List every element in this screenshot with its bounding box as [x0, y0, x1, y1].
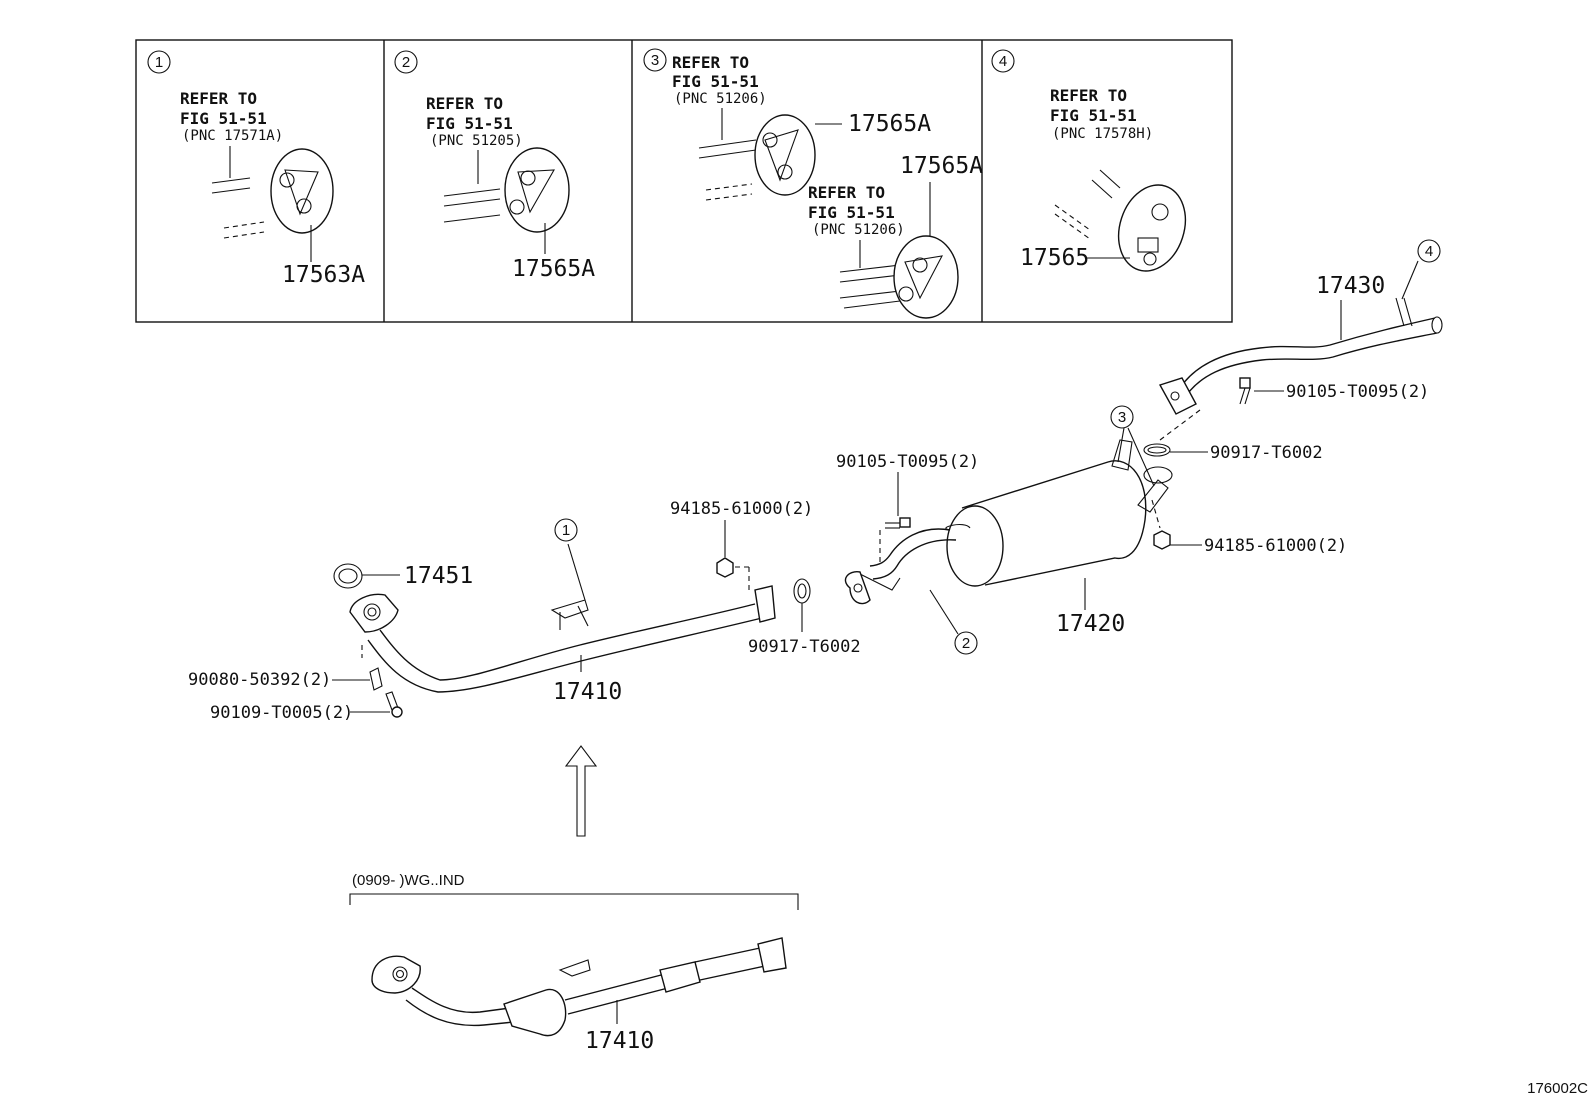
- part-number: 17565A: [848, 111, 931, 137]
- callout-3: 3: [1118, 409, 1126, 426]
- part-17451: 17451: [404, 563, 473, 589]
- part-90917-front: 90917-T6002: [748, 637, 861, 657]
- muffler-fasteners: 90105-T0095(2) 94185-61000(2): [836, 452, 1347, 566]
- part-17430: 17430: [1316, 273, 1385, 299]
- part-17410: 17410: [553, 679, 622, 705]
- front-bolts: 90080-50392(2) 90109-T0005(2): [188, 645, 403, 723]
- refer-pnc: (PNC 51206): [674, 91, 767, 107]
- rubber-hanger-2: [504, 147, 570, 233]
- rubber-hanger-3a: [754, 114, 816, 196]
- refer-line: REFER TO: [1050, 86, 1127, 105]
- refer-pnc: (PNC 51205): [430, 133, 523, 149]
- callout-4: 4: [1425, 243, 1433, 260]
- part-17410-variant: 17410: [585, 1028, 654, 1054]
- tail-fasteners: 90105-T0095(2) 90917-T6002: [1143, 377, 1429, 463]
- refer-pnc: (PNC 17571A): [182, 128, 283, 144]
- rubber-hanger-1: [270, 148, 334, 234]
- rubber-hanger-4: [1117, 184, 1187, 272]
- manifold-gasket: 17451: [333, 563, 473, 589]
- front-pipe: 1 17410: [349, 518, 776, 705]
- callout-2: 2: [962, 635, 970, 652]
- part-90917-tail: 90917-T6002: [1210, 443, 1323, 463]
- detail-box-1: 1 REFER TO FIG 51-51 (PNC 17571A) 17563A: [147, 50, 365, 288]
- front-fasteners: 90917-T6002 94185-61000(2): [670, 499, 861, 657]
- box-number: 3: [651, 52, 659, 69]
- refer-pnc-2: (PNC 51206): [812, 222, 905, 238]
- refer-fig: FIG 51-51: [1050, 106, 1137, 125]
- variant-note: (0909- )WG..IND: [352, 872, 465, 889]
- detail-box-4: 4 REFER TO FIG 51-51 (PNC 17578H) 17565: [991, 49, 1187, 272]
- part-number-2: 17565A: [900, 153, 983, 179]
- refer-fig: FIG 51-51: [180, 109, 267, 128]
- part-number: 17565A: [512, 256, 595, 282]
- callout-1: 1: [562, 522, 570, 539]
- detail-box-3: 3 REFER TO FIG 51-51 (PNC 51206) 17565A …: [643, 48, 983, 319]
- rubber-hanger-3b: [893, 235, 959, 319]
- variant-section: (0909- )WG..IND 17410: [349, 872, 799, 1054]
- refer-fig-2: FIG 51-51: [808, 203, 895, 222]
- box-number: 4: [999, 53, 1007, 70]
- refer-line: REFER TO: [180, 89, 257, 108]
- muffler: 17420 3 2: [844, 405, 1173, 655]
- refer-fig: FIG 51-51: [672, 72, 759, 91]
- part-17420: 17420: [1056, 611, 1125, 637]
- tail-pipe: 4 17430: [1158, 239, 1443, 415]
- part-number: 17563A: [282, 262, 365, 288]
- part-90105-muffler: 90105-T0095(2): [836, 452, 979, 472]
- refer-pnc: (PNC 17578H): [1052, 126, 1153, 142]
- detail-box-2: 2 REFER TO FIG 51-51 (PNC 51205) 17565A: [394, 50, 595, 282]
- part-90105-tail: 90105-T0095(2): [1286, 382, 1429, 402]
- up-arrow: [564, 745, 598, 837]
- refer-fig: FIG 51-51: [426, 114, 513, 133]
- refer-line-2: REFER TO: [808, 183, 885, 202]
- part-94185-front: 94185-61000(2): [670, 499, 813, 519]
- part-number: 17565: [1020, 245, 1089, 271]
- box-number: 2: [402, 54, 410, 71]
- part-90080: 90080-50392(2): [188, 670, 331, 690]
- detail-boxes: [135, 39, 1233, 323]
- figure-code: 176002C: [1527, 1080, 1588, 1097]
- refer-line: REFER TO: [426, 94, 503, 113]
- refer-line: REFER TO: [672, 53, 749, 72]
- part-90109: 90109-T0005(2): [210, 703, 353, 723]
- box-number: 1: [155, 54, 163, 71]
- part-94185-muffler: 94185-61000(2): [1204, 536, 1347, 556]
